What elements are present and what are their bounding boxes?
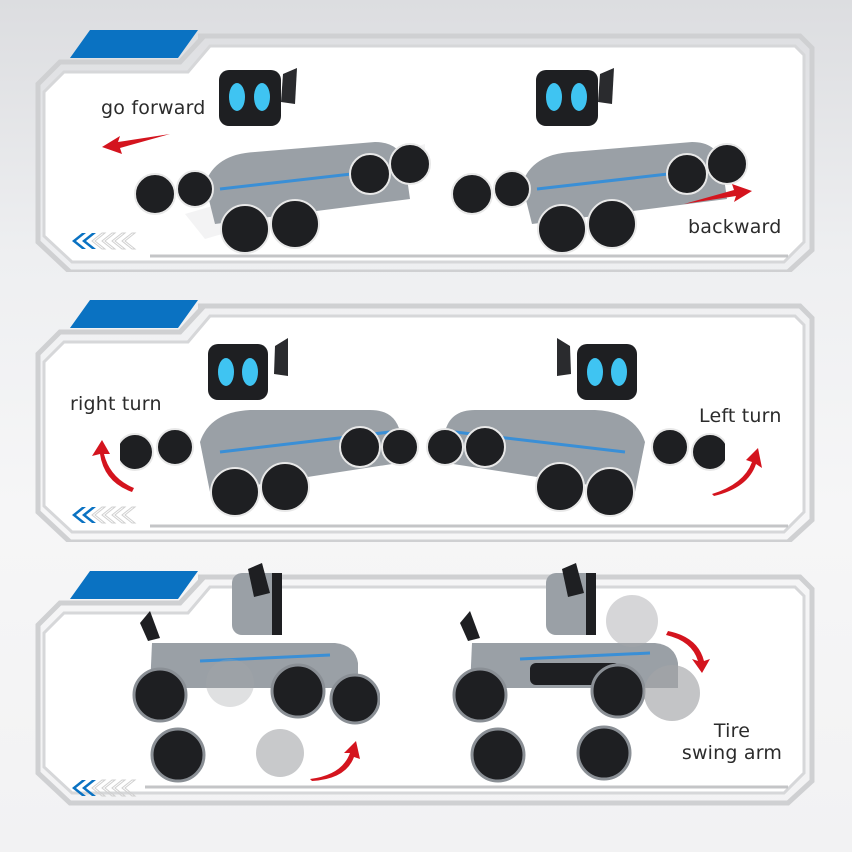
label-go-forward: go forward: [101, 97, 206, 119]
triple-chevron-left-icon: [72, 779, 137, 797]
panel-turning: right turn Left turn: [0, 292, 852, 542]
panel-tire-swing-arm: Tire swing arm: [0, 563, 852, 813]
arrow-right-icon: [684, 184, 752, 204]
blue-tab-icon: [70, 571, 198, 599]
blue-tab-icon: [70, 300, 198, 328]
curved-arrow-up-right-icon: [310, 741, 360, 781]
label-swing-arm: swing arm: [681, 741, 783, 764]
curved-arrow-up-left-icon: [92, 440, 134, 492]
panel-frame: [35, 571, 815, 806]
robot-dog-image: [452, 563, 700, 783]
robot-dog-image: [426, 338, 725, 517]
blue-tab-icon: [70, 30, 198, 58]
label-tire-swing-arm: Tire swing arm: [680, 720, 784, 765]
panel-forward-backward: go forward backward: [0, 22, 852, 272]
arrow-left-icon: [102, 134, 170, 154]
triple-chevron-left-icon: [72, 232, 137, 250]
label-right-turn: right turn: [70, 393, 162, 415]
label-left-turn: Left turn: [699, 405, 782, 427]
curved-arrow-down-icon: [666, 631, 710, 673]
label-backward: backward: [688, 216, 782, 238]
robot-dog-image: [132, 563, 380, 783]
robot-dog-image: [451, 68, 748, 254]
curved-arrow-up-right-icon: [712, 448, 762, 496]
label-tire: Tire: [713, 720, 751, 742]
robot-dog-image: [120, 338, 419, 517]
triple-chevron-left-icon: [72, 506, 137, 524]
robot-dog-image: [134, 68, 431, 254]
